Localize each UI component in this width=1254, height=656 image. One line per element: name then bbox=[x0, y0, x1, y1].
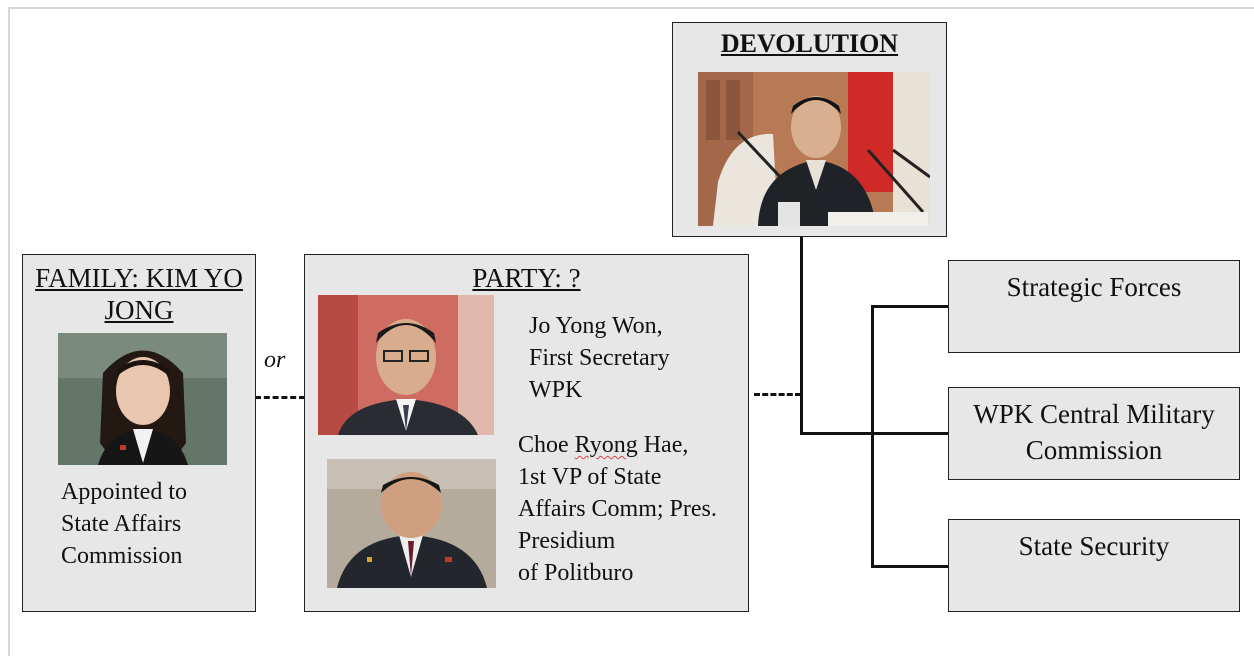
family-title: FAMILY: KIM YO JONG bbox=[35, 263, 243, 325]
kim-yo-jong-photo bbox=[58, 333, 227, 465]
family-caption-line-1: Appointed to bbox=[61, 479, 187, 505]
state-security-box: State Security bbox=[948, 519, 1240, 612]
choe-ryong-hae-photo bbox=[327, 459, 496, 588]
choe-ryong-hae-line-4: Presidium bbox=[518, 528, 616, 554]
devolution-box: DEVOLUTION bbox=[672, 22, 947, 237]
devolution-title: DEVOLUTION bbox=[720, 29, 899, 58]
state-security-label: State Security bbox=[1018, 531, 1170, 561]
party-box: PARTY: ? Jo Yong Won, First Secretary WP… bbox=[304, 254, 749, 612]
choe-ryong-hae-line-5: of Politburo bbox=[518, 560, 634, 586]
page-frame-left bbox=[8, 7, 10, 656]
strategic-forces-box: Strategic Forces bbox=[948, 260, 1240, 353]
link-to-strategic-forces bbox=[871, 305, 949, 308]
party-devolution-dashed-link bbox=[754, 393, 801, 396]
jo-yong-won-photo bbox=[318, 295, 494, 435]
strategic-forces-label: Strategic Forces bbox=[1006, 272, 1182, 302]
kim-jong-un-photo bbox=[698, 72, 930, 226]
page-frame-top bbox=[8, 7, 1254, 9]
org-bracket-vertical bbox=[871, 305, 874, 568]
choe-name-spellcheck-word: Ryong bbox=[574, 432, 638, 458]
party-title: PARTY: ? bbox=[472, 263, 581, 293]
family-caption-line-3: Commission bbox=[61, 543, 183, 569]
family-caption-line-2: State Affairs bbox=[61, 511, 182, 537]
choe-ryong-hae-line-3: Affairs Comm; Pres. bbox=[518, 496, 717, 522]
military-commission-box: WPK Central Military Commission bbox=[948, 387, 1240, 480]
choe-ryong-hae-name: Choe Ryong Hae, bbox=[518, 429, 688, 461]
choe-ryong-hae-line-2: 1st VP of State bbox=[518, 464, 662, 490]
jo-yong-won-line-3: WPK bbox=[529, 377, 583, 403]
devolution-down-line bbox=[800, 236, 803, 434]
choe-name-prefix: Choe bbox=[518, 432, 575, 458]
family-box: FAMILY: KIM YO JONG Appointed to State A… bbox=[22, 254, 256, 612]
or-label: or bbox=[264, 347, 286, 373]
jo-yong-won-line-2: First Secretary bbox=[529, 345, 670, 371]
choe-name-suffix: Hae, bbox=[637, 432, 689, 458]
link-to-state-security bbox=[871, 565, 949, 568]
jo-yong-won-line-1: Jo Yong Won, bbox=[529, 313, 663, 339]
family-party-dashed-link bbox=[255, 396, 305, 399]
link-to-military-commission bbox=[800, 432, 949, 435]
military-commission-label: WPK Central Military Commission bbox=[973, 399, 1215, 465]
